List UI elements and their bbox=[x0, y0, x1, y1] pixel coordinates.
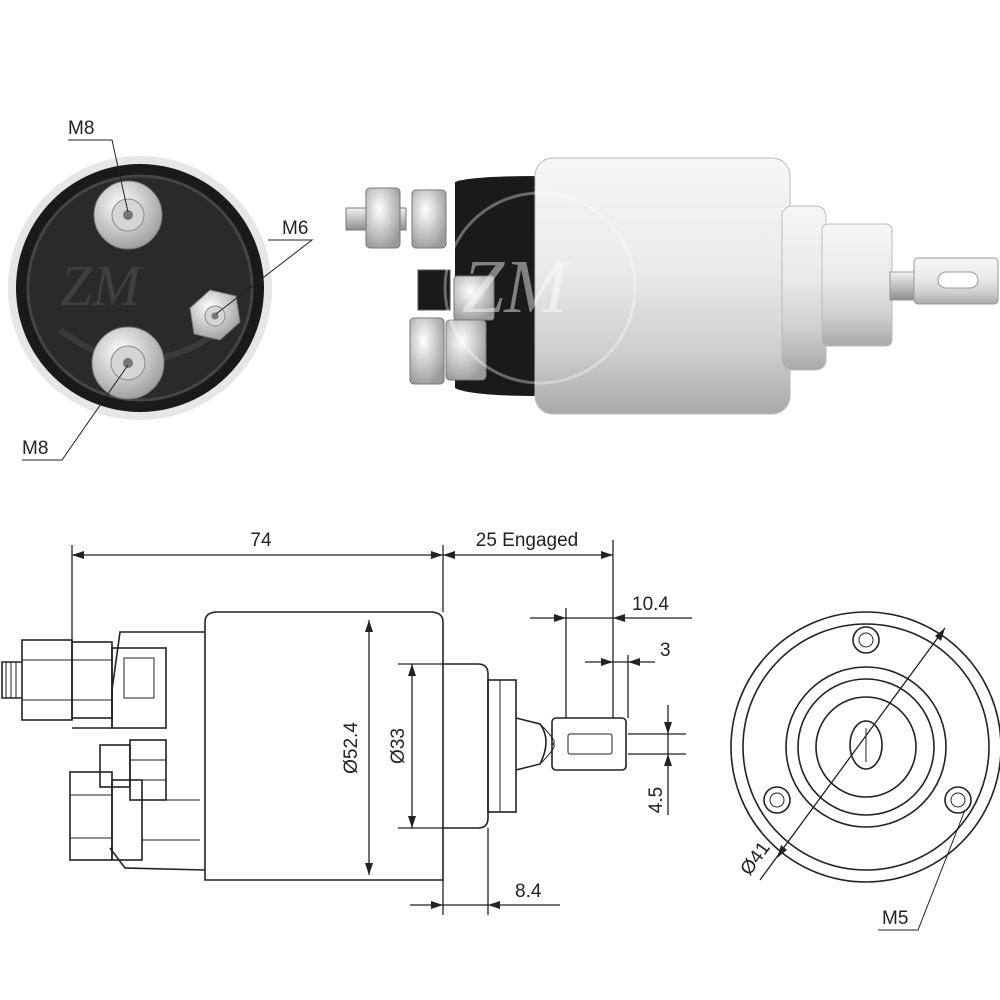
photo-side-view: ZM bbox=[345, 157, 999, 415]
dim-stroke: 25 Engaged bbox=[476, 530, 579, 551]
dim-length: 74 bbox=[250, 530, 272, 551]
dim-eye-offset: 10.4 bbox=[632, 594, 669, 615]
dim-eye-width: 3 bbox=[660, 640, 671, 661]
bottom-stud-terminal bbox=[91, 326, 165, 400]
photo-end-view: ZM M8 M6 M8 bbox=[8, 118, 314, 461]
dim-body-diameter: Ø52.4 bbox=[341, 722, 362, 774]
side-stud-terminal bbox=[189, 289, 241, 341]
label-m8-top: M8 bbox=[68, 118, 94, 139]
dim-eye-thickness: 4.5 bbox=[646, 787, 667, 813]
drawing-end-view: Ø41 M5 bbox=[730, 611, 1000, 931]
label-m5: M5 bbox=[882, 908, 908, 929]
watermark-logo: ZM bbox=[60, 253, 143, 318]
label-m6: M6 bbox=[282, 218, 308, 239]
drawing-side-view: 74 25 Engaged 10.4 3 Ø52.4 Ø33 bbox=[1, 528, 692, 915]
dim-nose-diameter: Ø33 bbox=[388, 728, 409, 764]
top-stud-terminal bbox=[93, 180, 163, 250]
label-m8-bottom: M8 bbox=[22, 438, 48, 459]
dim-bolt-circle: Ø41 bbox=[736, 838, 774, 879]
dim-flange-width: 8.4 bbox=[515, 881, 542, 902]
watermark-logo-side: ZM bbox=[462, 245, 571, 329]
